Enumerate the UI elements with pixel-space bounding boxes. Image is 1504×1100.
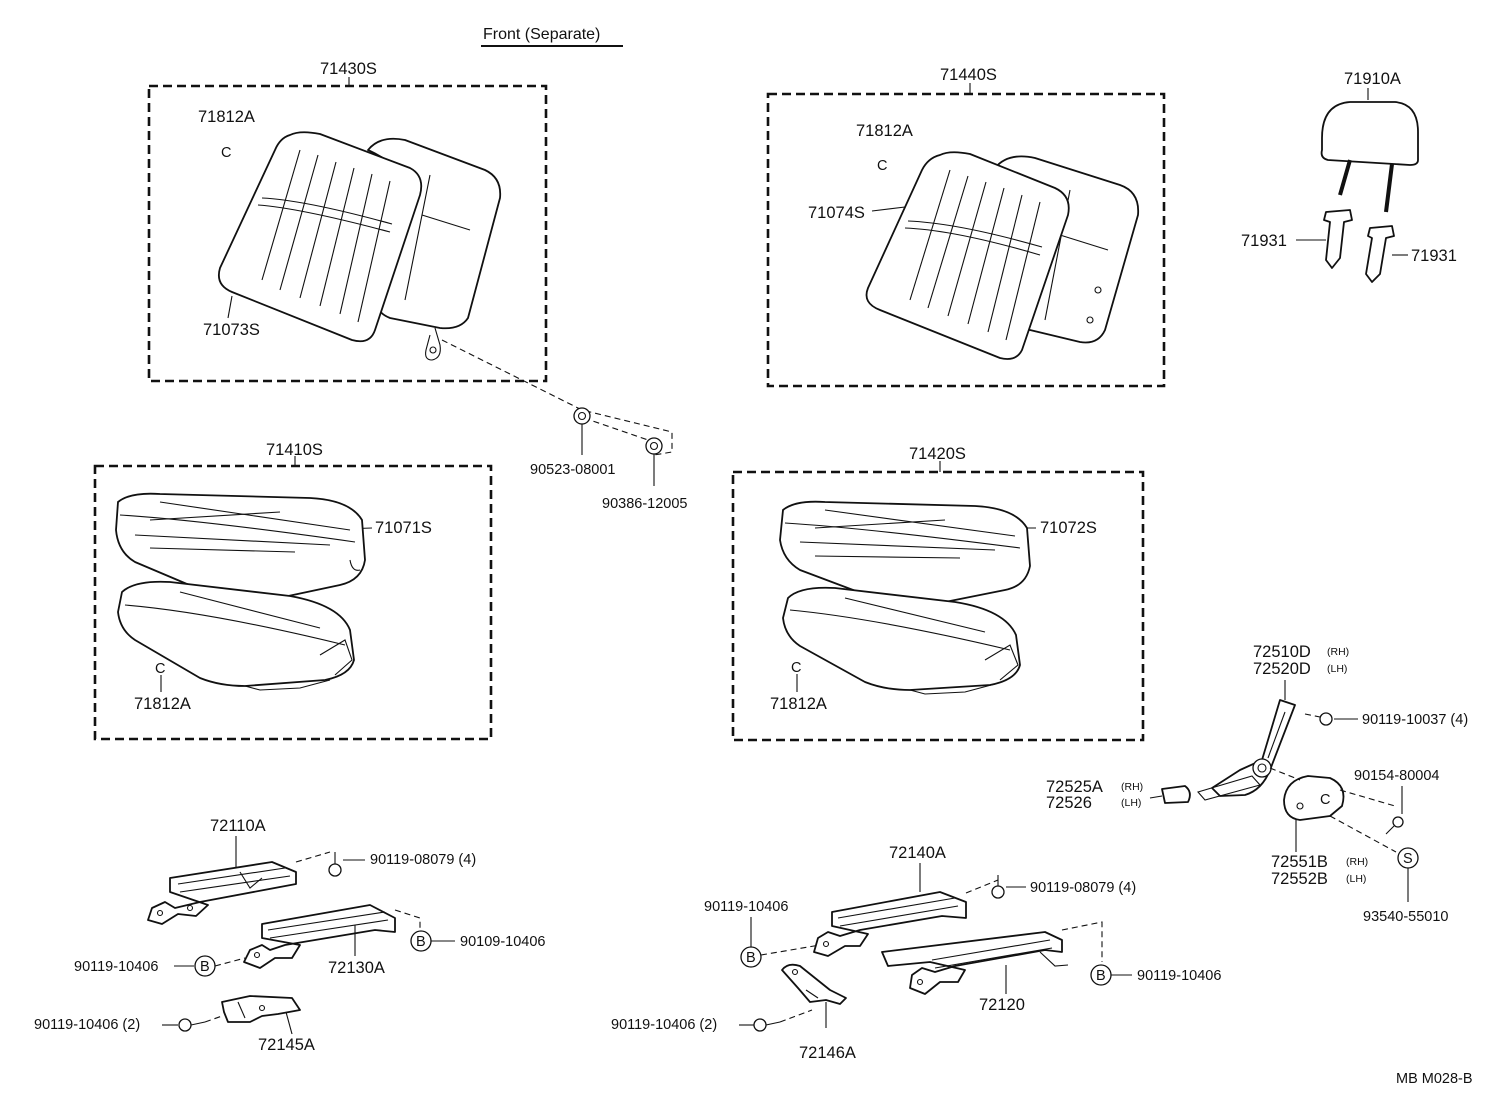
clip-icon: C: [1320, 792, 1330, 808]
part-label-71931-right[interactable]: 71931: [1411, 247, 1457, 265]
bolt-icon: [328, 863, 342, 877]
part-label-71812a-top-right[interactable]: 71812A: [856, 122, 913, 140]
clip-icon: C: [791, 660, 801, 676]
recliner-hub-icon: [1252, 758, 1272, 778]
part-label-71071s[interactable]: 71071S: [375, 519, 432, 537]
part-label-90119-10406-2-left[interactable]: 90119-10406 (2): [34, 1017, 140, 1033]
part-label-90119-10406-right[interactable]: 90119-10406: [1137, 968, 1221, 984]
part-label-71931-left[interactable]: 71931: [1241, 232, 1287, 250]
part-label-72140a[interactable]: 72140A: [889, 844, 946, 862]
group-frame-71440s: [766, 92, 1166, 388]
nut-icon: [573, 407, 591, 425]
part-label-90119-08079-left[interactable]: 90119-08079 (4): [370, 852, 476, 868]
part-label-71812a-cushion-right[interactable]: 71812A: [770, 695, 827, 713]
part-label-71812a-cushion-left[interactable]: 71812A: [134, 695, 191, 713]
footer-code: MB M028-B: [1396, 1071, 1473, 1087]
tag-rh: (RH): [1346, 856, 1368, 868]
seat-cushion-pad-icon: [117, 580, 355, 687]
seat-cushion-cover-icon: [115, 492, 366, 604]
part-label-71074s[interactable]: 71074S: [808, 204, 865, 222]
part-label-71420s[interactable]: 71420S: [909, 445, 966, 463]
part-label-90119-10406-2-right[interactable]: 90119-10406 (2): [611, 1017, 717, 1033]
part-label-72145a[interactable]: 72145A: [258, 1036, 315, 1054]
part-label-71410s[interactable]: 71410S: [266, 441, 323, 459]
headrest-guide-icon: [1323, 209, 1353, 269]
bolt-icon: [991, 885, 1005, 899]
marker-b-label: B: [416, 934, 426, 950]
part-label-93540-55010[interactable]: 93540-55010: [1363, 909, 1448, 925]
part-label-90119-10406-top[interactable]: 90119-10406: [704, 899, 788, 915]
screw-icon: [1392, 816, 1404, 828]
part-label-71430s[interactable]: 71430S: [320, 60, 377, 78]
marker-b-label: B: [200, 959, 210, 975]
headrest-guide-icon: [1365, 225, 1395, 283]
part-label-90386-12005[interactable]: 90386-12005: [602, 496, 687, 512]
part-label-72510d[interactable]: 72510D: [1253, 643, 1311, 661]
part-label-90119-10037[interactable]: 90119-10037 (4): [1362, 712, 1468, 728]
part-label-72551b[interactable]: 72551B: [1271, 853, 1328, 871]
tag-rh: (RH): [1327, 646, 1349, 658]
tag-lh: (LH): [1121, 797, 1141, 809]
bolt-icon: [178, 1018, 192, 1032]
part-label-90119-10406-left[interactable]: 90119-10406: [74, 959, 158, 975]
part-label-90119-08079-right[interactable]: 90119-08079 (4): [1030, 880, 1136, 896]
part-label-90109-10406[interactable]: 90109-10406: [460, 934, 545, 950]
part-label-72526[interactable]: 72526: [1046, 794, 1092, 812]
marker-b-label: B: [1096, 968, 1106, 984]
seatback-cover-icon: [865, 151, 1070, 360]
marker-s-label: S: [1403, 851, 1413, 867]
group-frame-71410s: [93, 464, 493, 741]
part-label-71440s[interactable]: 71440S: [940, 66, 997, 84]
seat-track-icon: [243, 904, 396, 969]
tag-lh: (LH): [1327, 663, 1347, 675]
bracket-icon: [221, 995, 301, 1023]
group-frame-71420s: [731, 470, 1145, 742]
clip-icon: C: [877, 158, 887, 174]
nut-icon: [645, 437, 663, 455]
part-label-72525a[interactable]: 72525A: [1046, 778, 1103, 796]
part-label-71072s[interactable]: 71072S: [1040, 519, 1097, 537]
seat-track-icon: [881, 931, 1063, 995]
marker-b-label: B: [746, 950, 756, 966]
recliner-cover-icon: [1283, 775, 1345, 821]
diagram-title: Front (Separate): [483, 26, 600, 43]
seat-track-icon: [813, 891, 967, 957]
lever-knob-icon: [1161, 785, 1191, 804]
part-label-72130a[interactable]: 72130A: [328, 959, 385, 977]
tag-rh: (RH): [1121, 781, 1143, 793]
part-label-71073s[interactable]: 71073S: [203, 321, 260, 339]
seat-cushion-pad-icon: [782, 586, 1021, 691]
tag-lh: (LH): [1346, 873, 1366, 885]
part-label-72146a[interactable]: 72146A: [799, 1044, 856, 1062]
bolt-icon: [753, 1018, 767, 1032]
part-label-72552b[interactable]: 72552B: [1271, 870, 1328, 888]
part-label-72110a[interactable]: 72110A: [210, 817, 266, 835]
recliner-arm-icon: [1211, 699, 1296, 797]
seat-track-icon: [147, 861, 297, 925]
part-label-90523-08001[interactable]: 90523-08001: [530, 462, 615, 478]
clip-icon: C: [155, 661, 165, 677]
marker-b: [740, 946, 762, 968]
bolt-icon: [1319, 712, 1333, 726]
clip-icon: C: [221, 145, 231, 161]
part-label-71910a[interactable]: 71910A: [1344, 70, 1401, 88]
group-frame-71430s: [147, 84, 548, 383]
part-label-71812a-top-left[interactable]: 71812A: [198, 108, 255, 126]
part-label-72120[interactable]: 72120: [979, 996, 1025, 1014]
headrest-icon: [1320, 101, 1419, 166]
bracket-icon: [781, 963, 847, 1005]
part-label-90154-80004[interactable]: 90154-80004: [1354, 768, 1439, 784]
part-label-72520d[interactable]: 72520D: [1253, 660, 1311, 678]
seatback-cover-icon: [217, 131, 423, 343]
